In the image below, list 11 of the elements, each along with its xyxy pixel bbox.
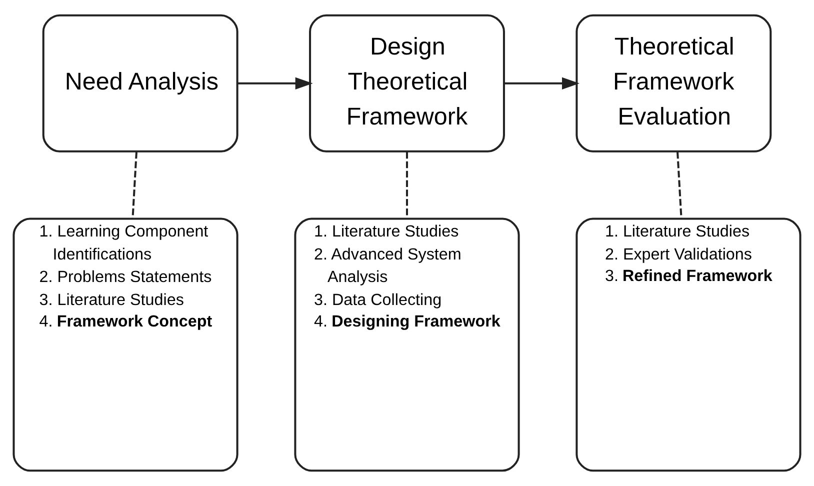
node-box: 1. Literature Studies 2. Advanced System Analysis 3. Data Collecting 4. Designing Framework (294, 218, 520, 472)
node-box: 1. Literature Studies 2. Expert Validations 3. Refined Framework (576, 218, 802, 472)
node-box: Need Analysis (42, 14, 238, 152)
node-box: Design Theoretical Framework (309, 14, 505, 152)
connector (132, 152, 138, 218)
arrow (238, 77, 313, 90)
node-box: 1. Learning Component Identifications 2. Problems Statements 3. Literature Studies 4. Framework Concept (12, 218, 238, 472)
connector (676, 152, 682, 218)
node-box: Theoretical Framework Evaluation (576, 14, 772, 152)
connector (406, 152, 408, 218)
arrow (504, 77, 580, 90)
